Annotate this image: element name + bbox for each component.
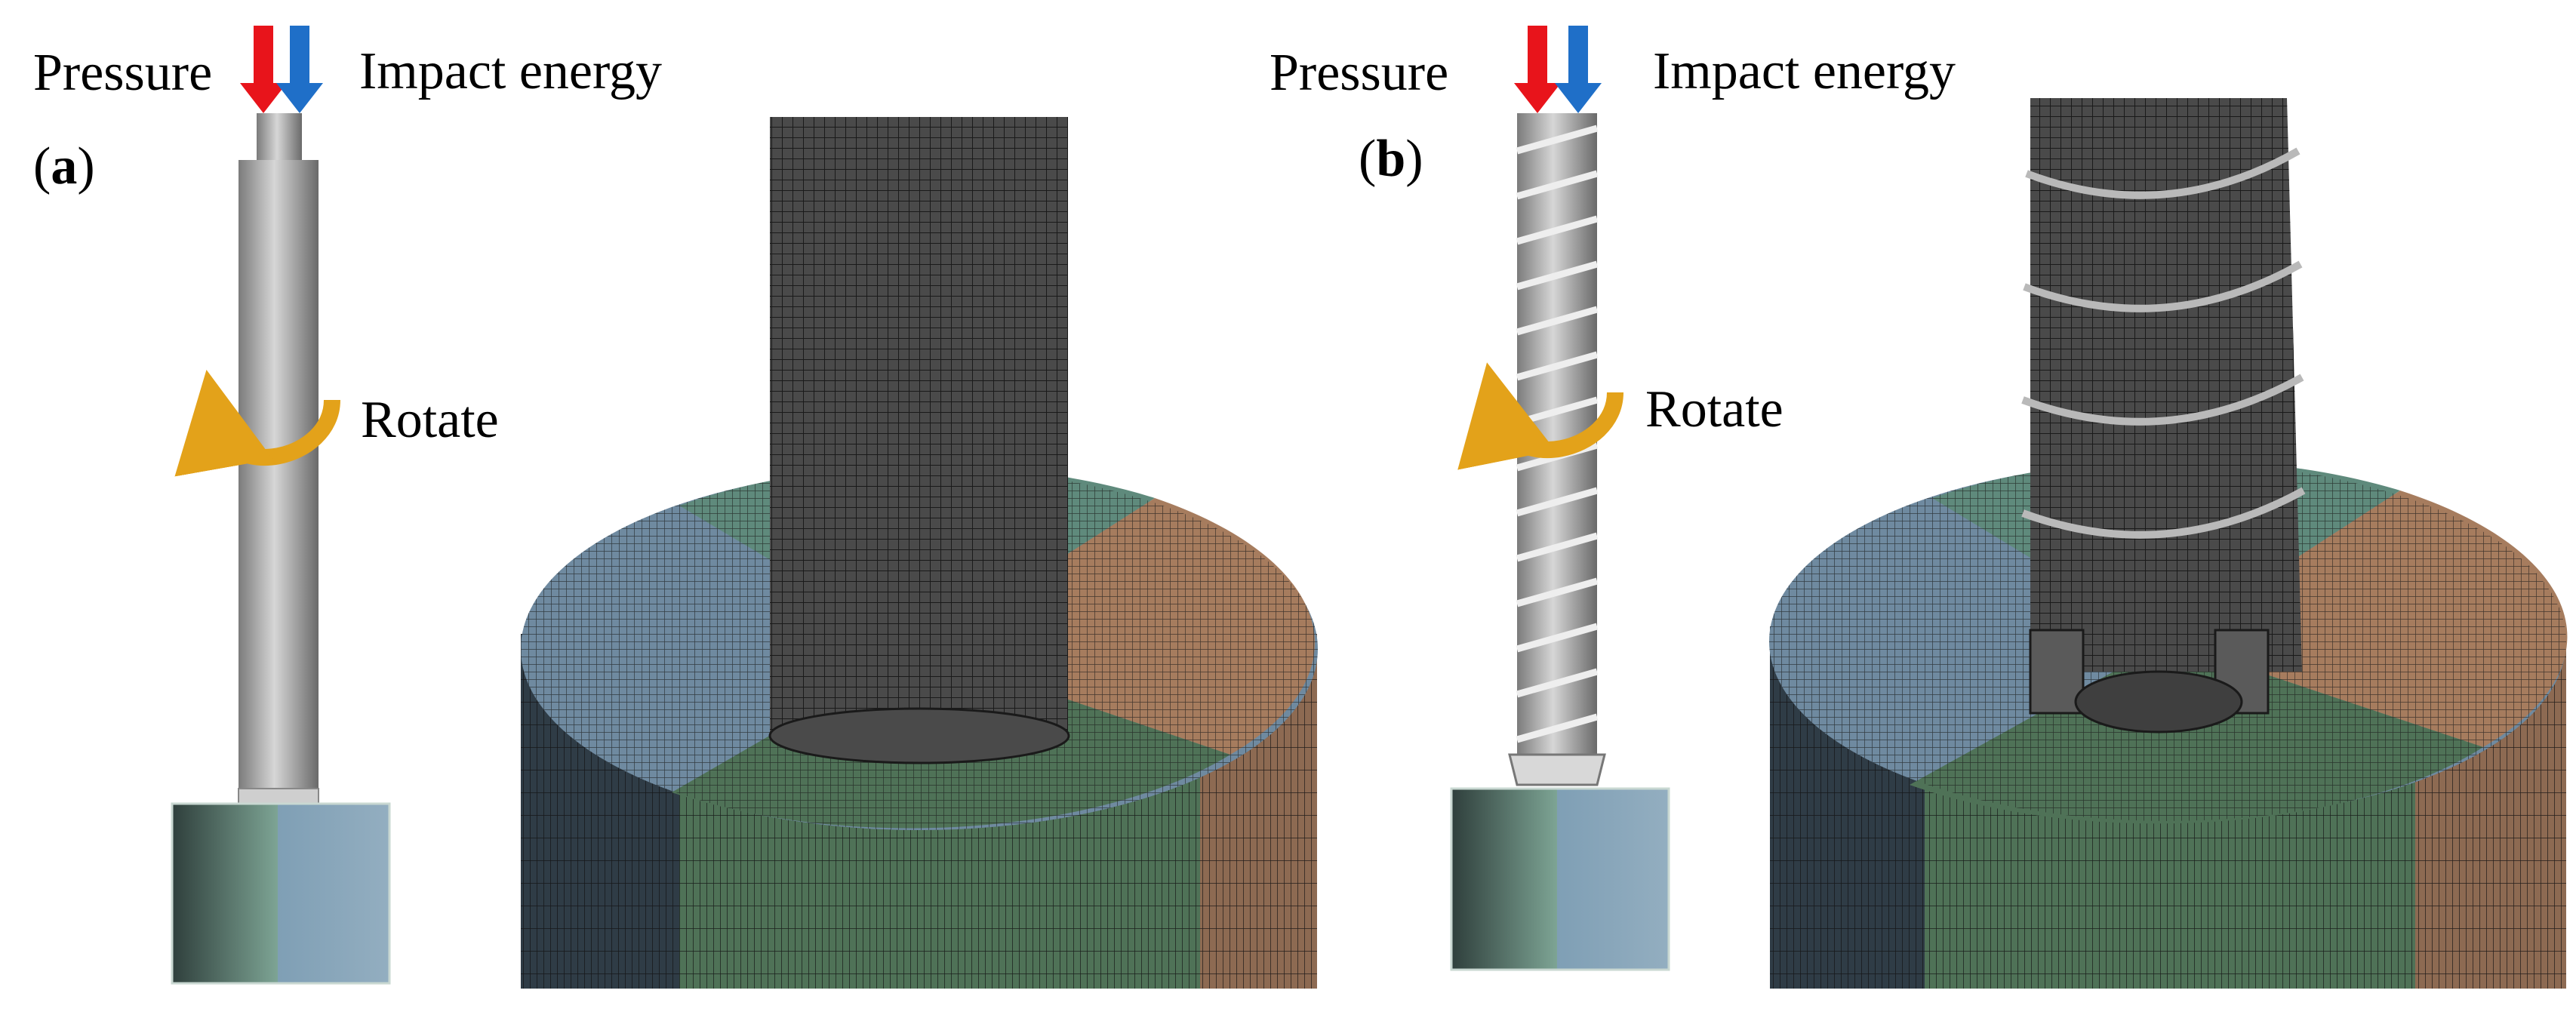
panel-b-tag: (b)	[1359, 130, 1423, 188]
impact-arrow-a	[276, 26, 323, 113]
panel-a-drill-model	[171, 26, 391, 985]
pressure-label-a: Pressure	[33, 44, 213, 102]
impact-arrow-b	[1555, 26, 1602, 113]
drill-bit-a	[238, 788, 319, 804]
impact-energy-label-a: Impact energy	[359, 42, 663, 100]
pressure-label-b: Pressure	[1270, 44, 1449, 102]
pressure-arrow-a	[240, 26, 287, 113]
rotate-arrow-b	[1457, 362, 1623, 470]
panel-a-mesh-closeup	[521, 117, 1318, 989]
rock-block-right-a	[278, 804, 389, 983]
rod-top-cap-a	[257, 113, 302, 160]
mesh-spiral-thread-b	[2021, 147, 2306, 539]
panel-b-letter: b	[1376, 130, 1406, 188]
rock-block-right-b	[1557, 789, 1669, 970]
panel-b-mesh-closeup	[1769, 98, 2568, 989]
spiral-thread-b	[1516, 125, 1599, 743]
drill-bit-b	[1508, 753, 1606, 786]
rotate-label-a: Rotate	[361, 391, 499, 449]
pressure-arrow-b	[1514, 26, 1561, 113]
rotate-arrow-a	[174, 370, 340, 477]
panel-a-letter: a	[51, 137, 78, 195]
bit-wing-left-b	[2029, 629, 2085, 715]
panel-a-tag: (a)	[33, 137, 95, 195]
panel-b-drill-model	[1450, 26, 1670, 971]
impact-energy-label-b: Impact energy	[1653, 42, 1956, 100]
drill-rod-a	[239, 160, 319, 794]
rock-block-left-b	[1451, 789, 1557, 970]
rock-block-left-a	[172, 804, 278, 983]
rotate-label-b: Rotate	[1645, 380, 1784, 438]
